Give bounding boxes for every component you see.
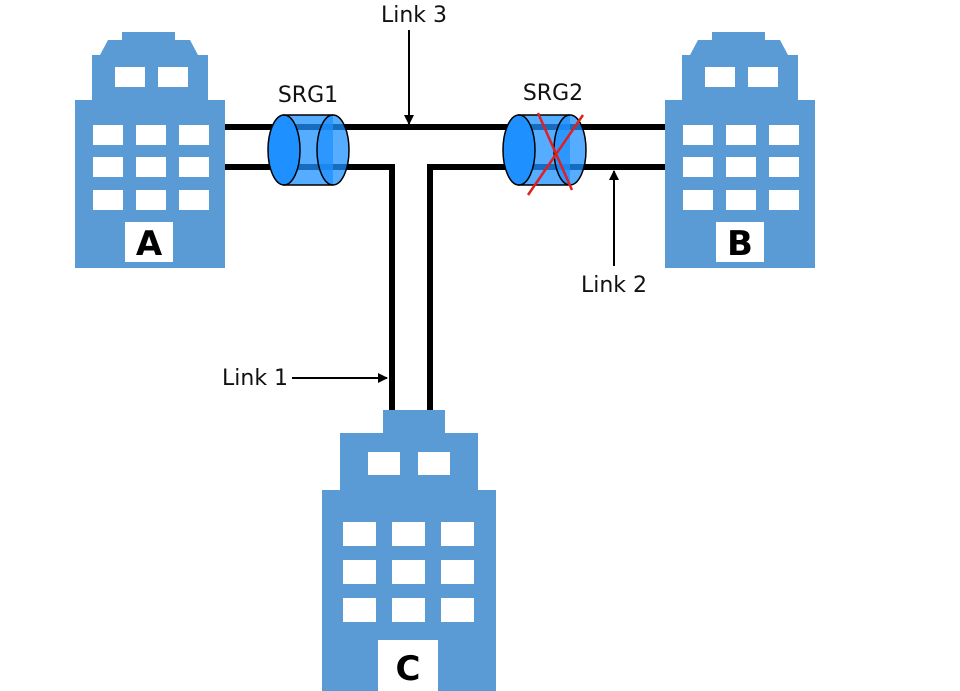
building-b-label: B	[727, 224, 753, 264]
link-2-cable	[427, 164, 665, 410]
srg2-label: SRG2	[523, 81, 583, 106]
srg2-failure-mark	[526, 112, 585, 196]
link-1-label: Link 1	[222, 366, 288, 391]
srg1-label: SRG1	[278, 83, 338, 108]
building-c: C	[322, 410, 496, 691]
building-a-door	[125, 222, 173, 262]
building-a-label: A	[136, 224, 163, 264]
srg1-conduit	[267, 114, 350, 186]
building-b: B	[665, 32, 815, 268]
building-a: A	[75, 32, 225, 268]
building-b-door	[716, 222, 764, 262]
building-c-door	[378, 640, 438, 691]
building-a-windows	[93, 67, 209, 210]
building-c-label: C	[396, 649, 421, 689]
building-c-windows	[343, 452, 474, 622]
link-3-label: Link 3	[381, 3, 447, 28]
building-b-windows	[683, 67, 799, 210]
link-2-label: Link 2	[581, 273, 647, 298]
